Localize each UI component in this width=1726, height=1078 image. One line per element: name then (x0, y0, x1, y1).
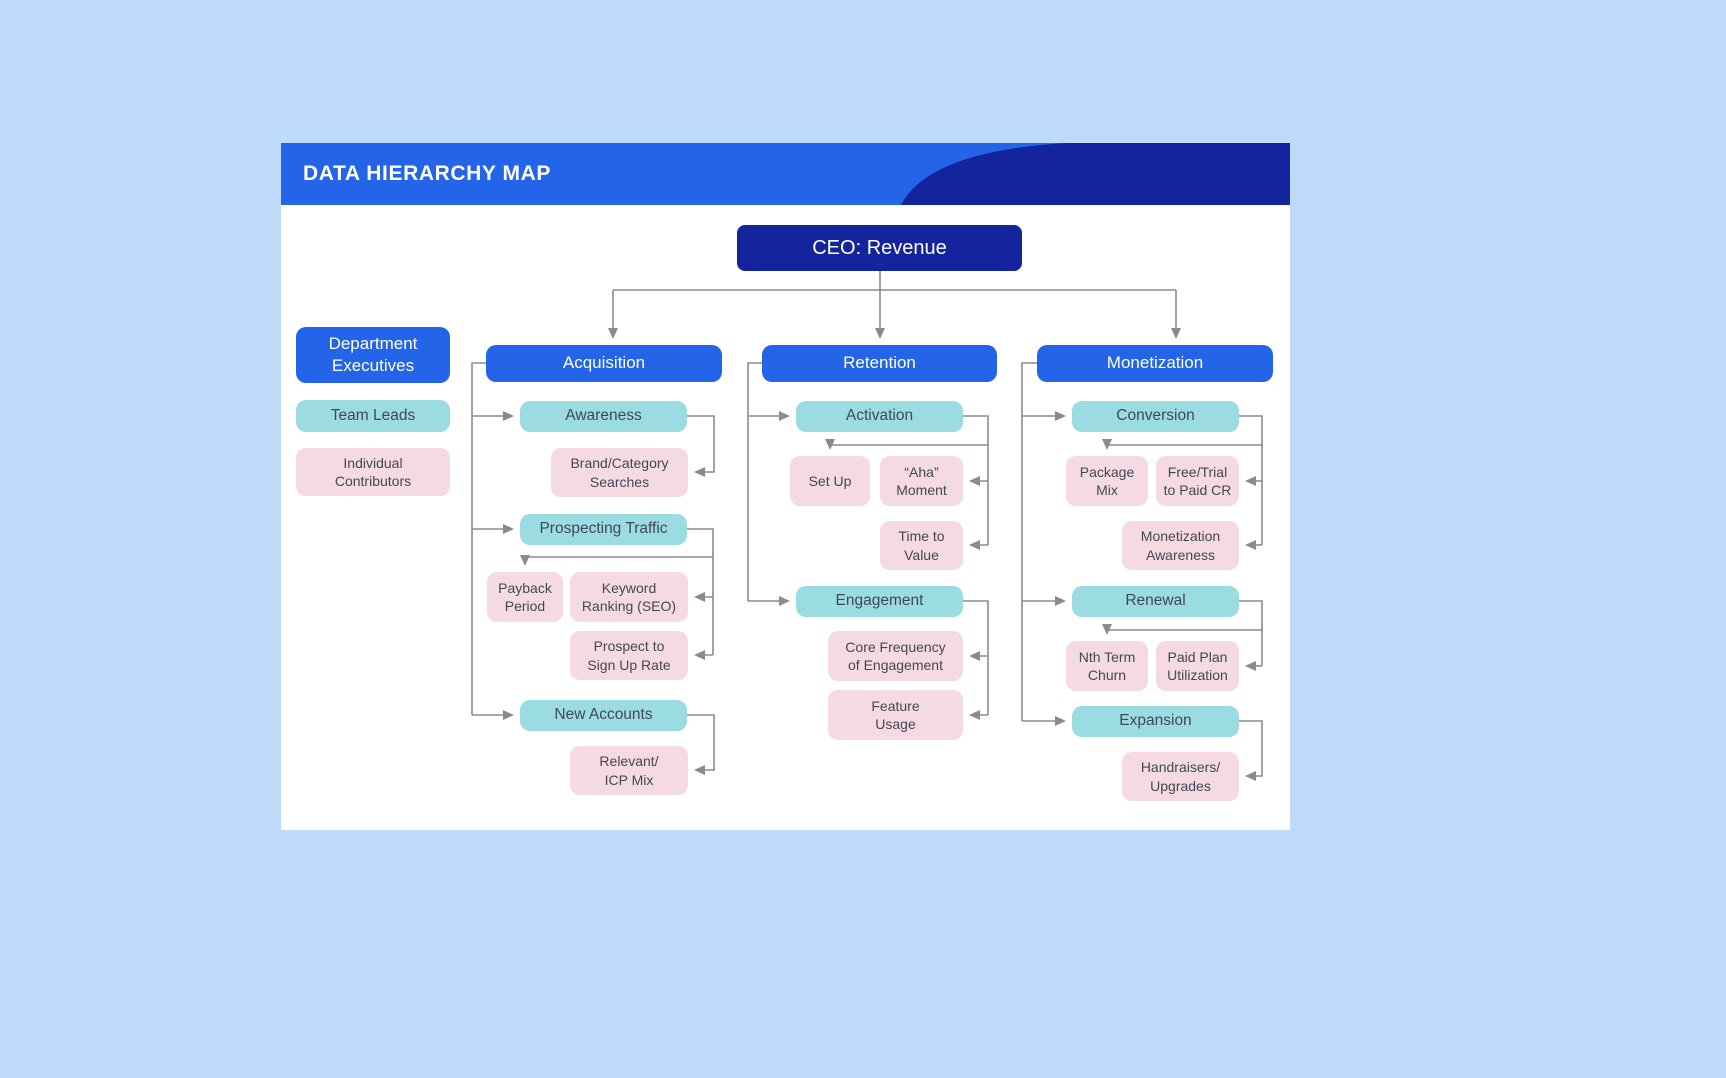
legend-team-leads: Team Leads (296, 400, 450, 432)
node-aha-moment: “Aha” Moment (880, 456, 963, 506)
node-prospect-to-sign-up-rate: Prospect to Sign Up Rate (570, 631, 688, 680)
node-relevant-icp-mix: Relevant/ ICP Mix (570, 746, 688, 795)
header-swoosh-decoration (901, 143, 1290, 205)
node-free-trial-to-paid-cr: Free/Trial to Paid CR (1156, 456, 1239, 506)
node-expansion: Expansion (1072, 706, 1239, 737)
connector-lines (471, 271, 1263, 781)
node-renewal: Renewal (1072, 586, 1239, 617)
node-ceo-revenue: CEO: Revenue (737, 225, 1022, 271)
node-payback-period: Payback Period (487, 572, 563, 622)
legend-individual-contributors: Individual Contributors (296, 448, 450, 496)
node-new-accounts: New Accounts (520, 700, 687, 731)
node-set-up: Set Up (790, 456, 870, 506)
col-header-monetization: Monetization (1037, 345, 1273, 382)
page-title: DATA HIERARCHY MAP (303, 162, 552, 185)
node-core-frequency-of-engagement: Core Frequency of Engagement (828, 631, 963, 681)
diagram-card: DATA HIERARCHY MAP (281, 143, 1290, 830)
node-time-to-value: Time to Value (880, 521, 963, 570)
node-feature-usage: Feature Usage (828, 690, 963, 740)
col-header-retention: Retention (762, 345, 997, 382)
node-paid-plan-utilization: Paid Plan Utilization (1156, 641, 1239, 691)
node-prospecting-traffic: Prospecting Traffic (520, 514, 687, 545)
legend-department-executives: Department Executives (296, 327, 450, 383)
node-handraisers-upgrades: Handraisers/ Upgrades (1122, 752, 1239, 801)
node-keyword-ranking-seo: Keyword Ranking (SEO) (570, 572, 688, 622)
node-engagement: Engagement (796, 586, 963, 617)
node-activation: Activation (796, 401, 963, 432)
diagram-area (281, 205, 1290, 830)
header-bar: DATA HIERARCHY MAP (281, 143, 1290, 205)
col-header-acquisition: Acquisition (486, 345, 722, 382)
node-awareness: Awareness (520, 401, 687, 432)
node-conversion: Conversion (1072, 401, 1239, 432)
node-monetization-awareness: Monetization Awareness (1122, 521, 1239, 570)
node-brand-category-searches: Brand/Category Searches (551, 448, 688, 497)
node-nth-term-churn: Nth Term Churn (1066, 641, 1148, 691)
node-package-mix: Package Mix (1066, 456, 1148, 506)
